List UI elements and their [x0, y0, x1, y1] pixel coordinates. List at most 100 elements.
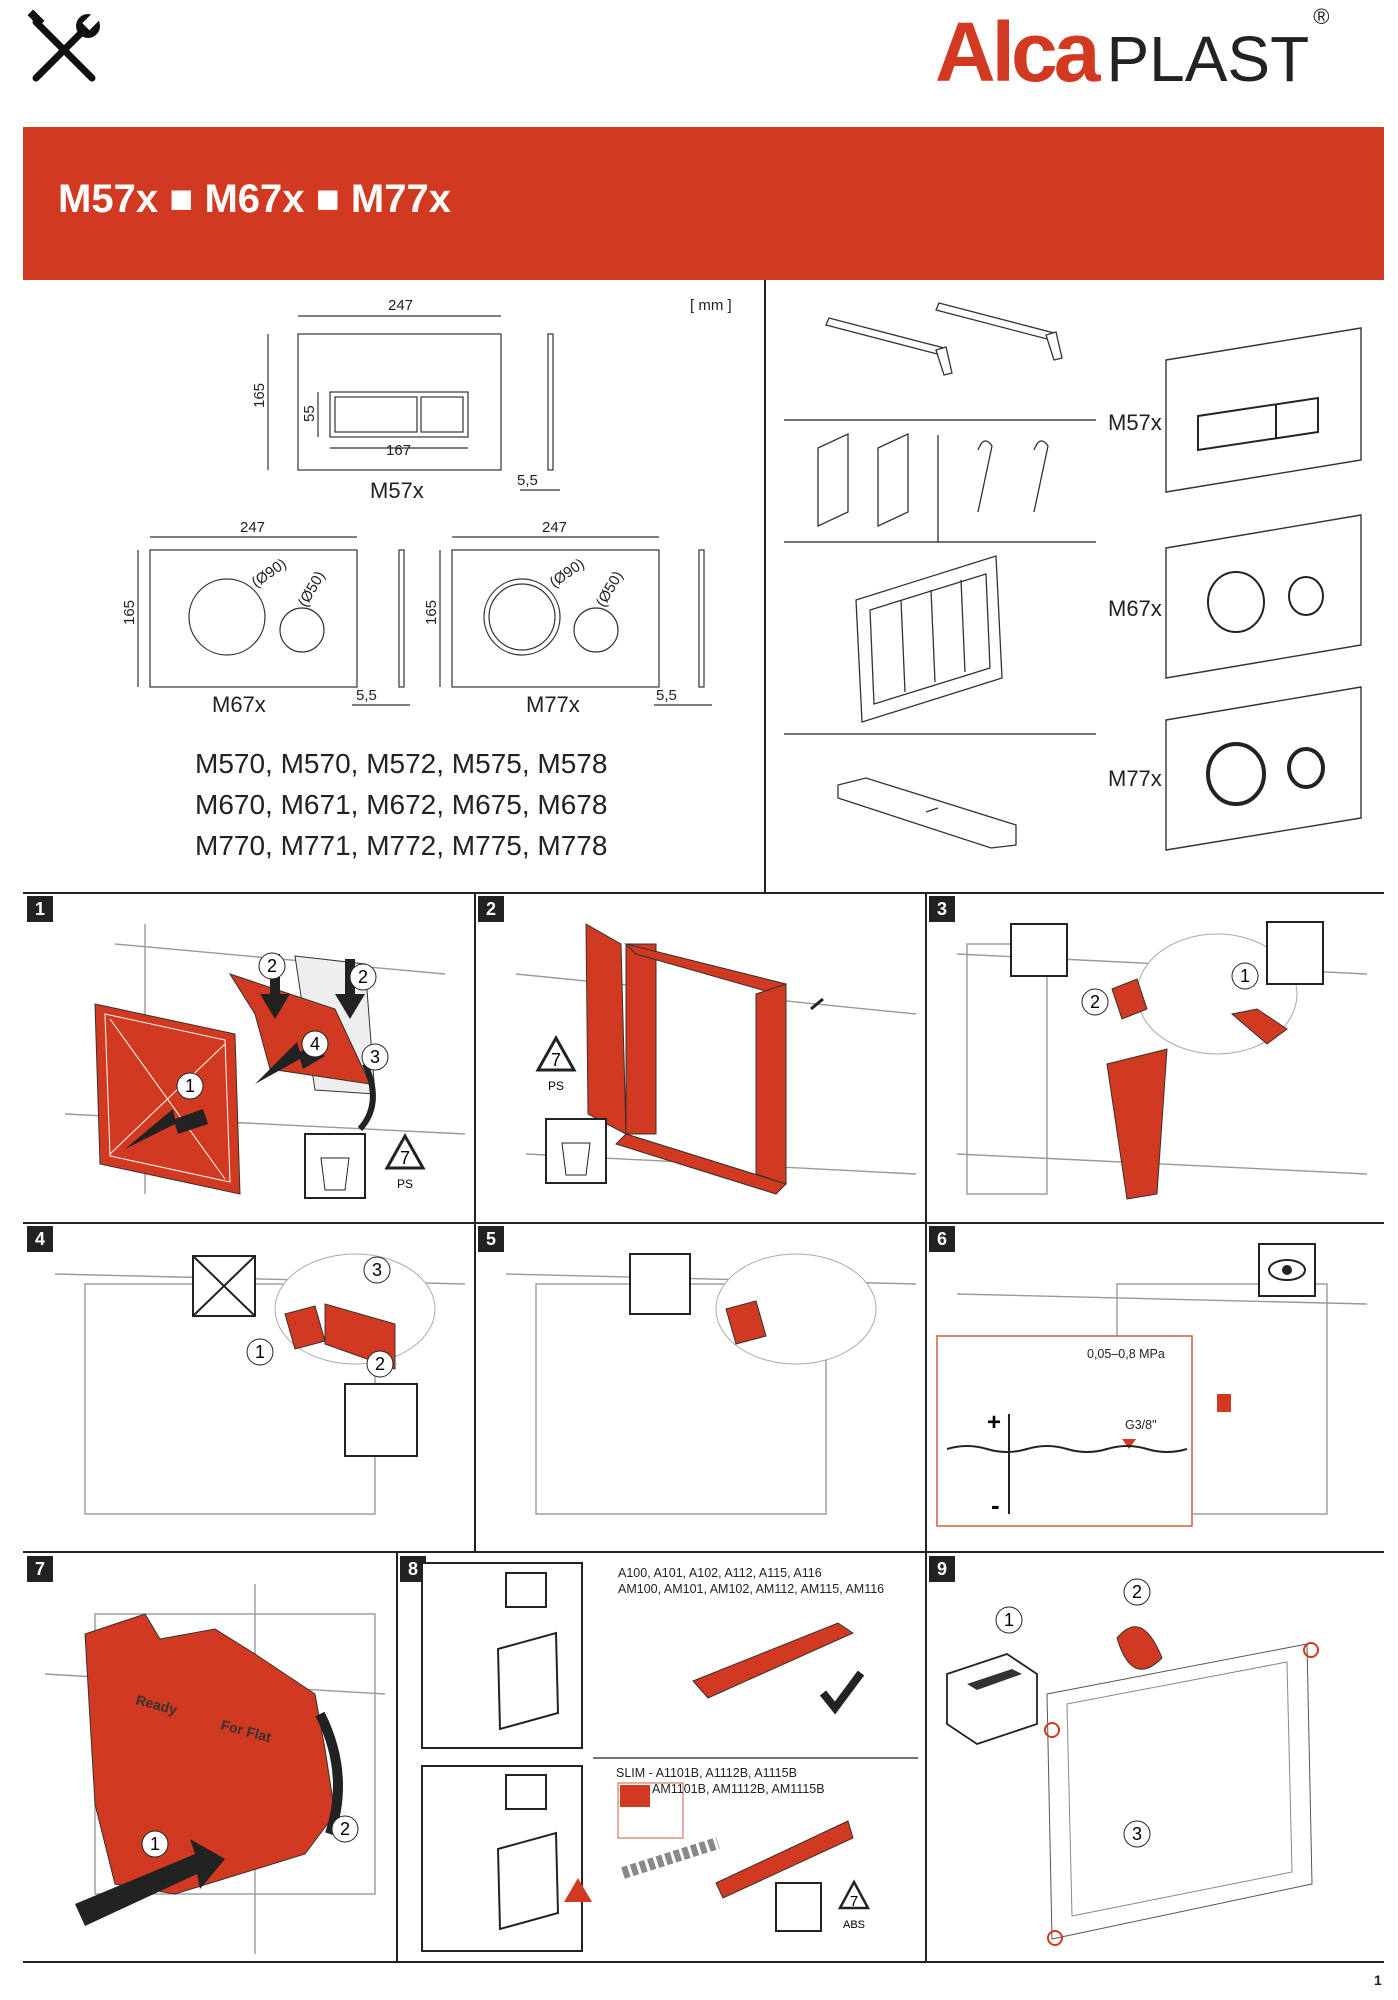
brand-name-alca: Alca	[935, 5, 1100, 99]
svg-text:167: 167	[386, 442, 411, 459]
svg-text:55: 55	[301, 405, 318, 422]
svg-text:-: -	[991, 1490, 1000, 1520]
svg-text:5,5: 5,5	[656, 687, 677, 704]
svg-text:2: 2	[358, 967, 368, 987]
section-divider	[764, 280, 766, 892]
step-number-2: 2	[478, 896, 504, 922]
svg-text:2: 2	[1090, 992, 1100, 1012]
step-2-illustration: 7 PS	[515, 923, 917, 1195]
grid-line	[23, 1222, 1384, 1224]
grid-line	[396, 1552, 398, 1962]
m67x-drawing: 247 165 (Ø90) (Ø50) 5,5 M67x	[121, 519, 410, 717]
svg-text:5,5: 5,5	[356, 687, 377, 704]
callout-circle: 1 2 2 3 4	[176, 952, 389, 1100]
recycle-icon: 7 PS	[535, 1034, 577, 1093]
trash-bin-icon	[304, 1133, 366, 1199]
step-6-illustration: 0,05–0,8 MPa G3/8" + -	[936, 1243, 1368, 1527]
svg-text:247: 247	[388, 297, 413, 314]
svg-text:247: 247	[240, 519, 265, 536]
svg-text:A100, A101, A102, A112, A115,: A100, A101, A102, A112, A115, A116	[618, 1566, 822, 1580]
page-title: M57x ■ M67x ■ M77x	[58, 177, 451, 221]
grid-line	[23, 1551, 1384, 1553]
svg-text:5,5: 5,5	[517, 472, 538, 489]
dimension-drawings: [ mm ] 247 165 55 167 5,5 M57x 247 165 (…	[121, 297, 732, 717]
svg-text:2: 2	[340, 1819, 350, 1839]
svg-text:G3/8": G3/8"	[1125, 1418, 1157, 1432]
model-list: M570, M570, M572, M575, M578 M670, M671,…	[195, 743, 607, 866]
svg-text:3: 3	[1132, 1824, 1142, 1844]
svg-text:3: 3	[372, 1260, 382, 1280]
m57x-drawing: 247 165 55 167 5,5 M57x	[251, 297, 560, 503]
parts-overview: M57x M67x M77x	[784, 302, 1362, 851]
svg-text:165: 165	[251, 383, 268, 408]
plate-m67x	[1165, 514, 1362, 679]
svg-text:(Ø50): (Ø50)	[593, 568, 627, 610]
step-7-illustration: Ready For Flat 1 2	[44, 1584, 386, 1954]
svg-text:(Ø90): (Ø90)	[249, 555, 290, 591]
svg-text:(Ø90): (Ø90)	[547, 555, 588, 591]
svg-text:PS: PS	[397, 1177, 413, 1191]
m77x-drawing: 247 165 (Ø90) (Ø50) 5,5 M77x	[423, 519, 712, 717]
step-1-illustration: 1 2 2 3 4 7 PS	[64, 924, 466, 1199]
plate-label-m57x: M57x	[1108, 410, 1162, 435]
model-row: M770, M771, M772, M775, M778	[195, 830, 608, 861]
step-8-panel: 7 ABS A100, A101, A102, A112, A115, A116…	[398, 1553, 925, 1961]
model-row: M670, M671, M672, M675, M678	[195, 789, 608, 820]
step-number-4: 4	[27, 1226, 53, 1252]
plate-m57x	[1165, 327, 1362, 493]
svg-text:2: 2	[375, 1354, 385, 1374]
step-number-3: 3	[929, 896, 955, 922]
brand-name-plast: PLAST	[1106, 23, 1310, 95]
svg-text:2: 2	[267, 956, 277, 976]
registered-mark: ®	[1313, 4, 1330, 29]
plate-m77x	[1165, 686, 1362, 851]
svg-text:PS: PS	[548, 1079, 564, 1093]
svg-text:247: 247	[542, 519, 567, 536]
svg-text:+: +	[987, 1409, 1001, 1436]
svg-text:0,05–0,8 MPa: 0,05–0,8 MPa	[1087, 1347, 1165, 1361]
step-number-9: 9	[929, 1556, 955, 1582]
recycle-icon: 7 PS	[384, 1132, 426, 1191]
step-number-7: 7	[27, 1556, 53, 1582]
model-row: M570, M570, M572, M575, M578	[195, 748, 608, 779]
section-divider	[23, 892, 1384, 894]
step-4-illustration: 1 3 2	[54, 1253, 466, 1515]
svg-text:SLIM - A1101B, A1112B, A1115B: SLIM - A1101B, A1112B, A1115B	[616, 1766, 797, 1780]
plate-label-m77x: M77x	[1108, 766, 1162, 791]
svg-text:ABS: ABS	[843, 1919, 865, 1931]
tools-icon	[22, 8, 106, 92]
svg-text:1: 1	[185, 1076, 195, 1096]
svg-text:165: 165	[423, 600, 440, 625]
m77x-label: M77x	[526, 692, 580, 717]
m57x-label: M57x	[370, 478, 424, 503]
plate-label-m67x: M67x	[1108, 596, 1162, 621]
svg-text:1: 1	[150, 1834, 160, 1854]
trash-bin-icon	[545, 1118, 607, 1184]
page-number: 1	[1374, 1972, 1382, 1988]
recycle-icon: 7 ABS	[837, 1879, 871, 1931]
svg-text:(Ø50): (Ø50)	[295, 568, 329, 610]
trash-bin-icon	[775, 1882, 822, 1932]
title-banner: M57x ■ M67x ■ M77x	[23, 127, 1384, 280]
grid-line	[23, 1961, 1384, 1963]
step-9-illustration: 1 2 3	[946, 1578, 1319, 1946]
grid-line	[474, 892, 476, 1552]
mounting-frame	[855, 555, 1003, 723]
step-number-6: 6	[929, 1226, 955, 1252]
svg-text:7: 7	[400, 1148, 410, 1168]
svg-text:4: 4	[310, 1034, 320, 1054]
step-5-illustration	[505, 1253, 917, 1515]
step-number-5: 5	[478, 1226, 504, 1252]
svg-text:165: 165	[121, 600, 138, 625]
svg-text:AM1101B, AM1112B, AM1115B: AM1101B, AM1112B, AM1115B	[652, 1782, 825, 1796]
mounting-rods	[825, 302, 1063, 376]
step-3-illustration: 2 1	[956, 921, 1368, 1200]
svg-text:7: 7	[850, 1893, 858, 1910]
svg-text:AM100, AM101, AM102, AM112, AM: AM100, AM101, AM102, AM112, AM115, AM116	[618, 1582, 884, 1596]
svg-text:2: 2	[1132, 1582, 1142, 1602]
grid-line	[925, 892, 927, 1962]
svg-text:1: 1	[1240, 966, 1250, 986]
mounting-clips	[817, 432, 1049, 528]
svg-text:7: 7	[551, 1050, 561, 1070]
